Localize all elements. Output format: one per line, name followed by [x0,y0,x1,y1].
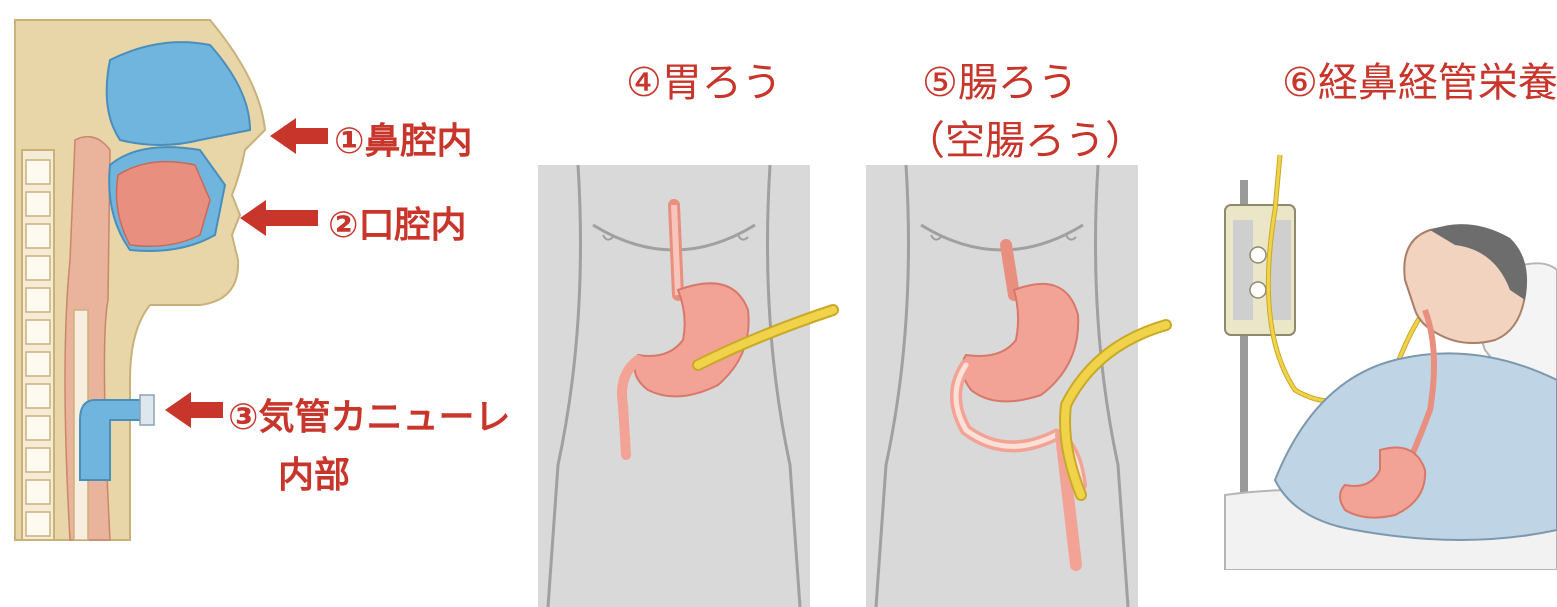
nasal-feeding-panel [1215,150,1557,570]
jejunostomy-panel [866,165,1186,607]
jejunostomy-illustration [866,165,1186,607]
cannula-flange [140,395,154,425]
gastrostomy-panel [538,165,848,607]
head-cross-section [0,0,300,560]
label-tracheal-cannula-inner: 内部 [278,446,350,498]
tongue [117,162,211,247]
title-gastrostomy: ④胃ろう [626,50,782,108]
gastrostomy-illustration [538,165,848,607]
nasal-feeding-illustration [1215,150,1557,570]
esophagus [1006,245,1014,295]
arrow-oral-icon [240,200,320,236]
title-nasal-feeding: ⑥経鼻経管栄養 [1282,50,1557,108]
label-nasal-cavity: ①鼻腔内 [334,112,472,164]
label-oral-cavity: ②口腔内 [328,196,466,248]
arrow-trach-icon [165,392,225,428]
title-jejunostomy-sub: （空腸ろう） [905,108,1145,166]
head-illustration [0,0,300,560]
title-jejunostomy: ⑤腸ろう [922,50,1078,108]
label-tracheal-cannula: ③気管カニューレ [228,388,510,440]
arrow-nasal-icon [270,118,330,154]
